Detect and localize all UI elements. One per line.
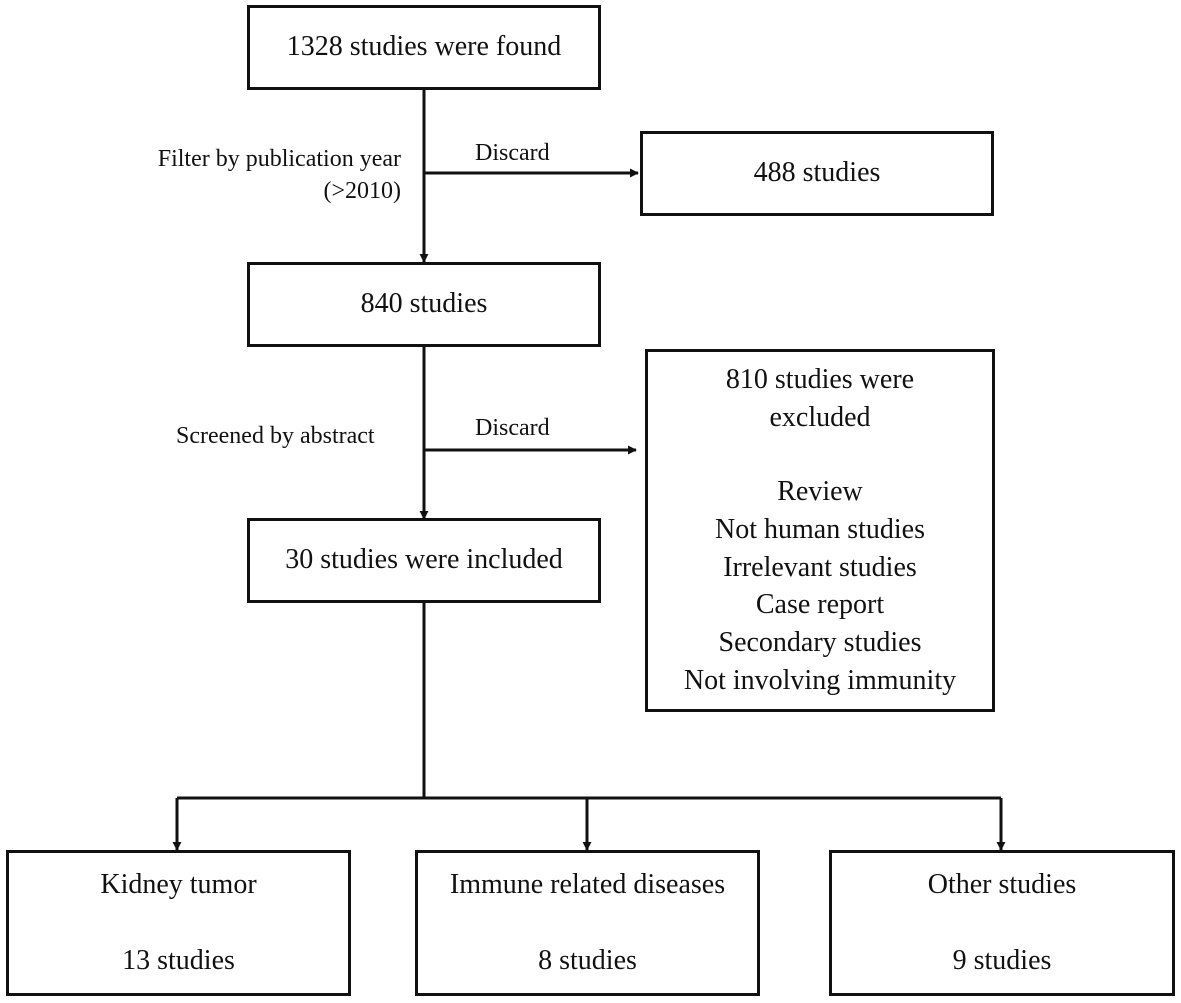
box-studies-included-text: 30 studies were included [285,544,563,576]
box-category-kidney-tumor: Kidney tumor 13 studies [6,850,351,996]
excluded-title: 810 studies were excluded [726,361,914,437]
label-filter-year-line-1: Filter by publication year [157,146,401,172]
box-discarded-by-year: 488 studies [640,131,994,216]
box-after-year-filter-text: 840 studies [360,288,488,320]
box-discarded-by-year-text: 488 studies [753,157,881,189]
exclusion-reason: Secondary studies [718,627,922,659]
box-category-other-studies: Other studies 9 studies [829,850,1175,996]
box-studies-found: 1328 studies were found [247,5,601,90]
box-excluded: 810 studies were excluded Review Not hum… [645,349,995,712]
exclusion-reason: Irrelevant studies [723,551,917,583]
box-studies-found-text: 1328 studies were found [286,31,562,63]
label-discard-2: Discard [475,415,550,441]
box-studies-included: 30 studies were included [247,518,601,603]
category-count: 13 studies [122,945,235,976]
category-count: 8 studies [538,945,637,976]
excluded-title-line-2: excluded [769,402,871,434]
category-count: 9 studies [952,945,1052,976]
label-screened-abstract: Screened by abstract [176,423,375,449]
box-after-year-filter: 840 studies [247,262,601,347]
exclusion-reason: Review [777,475,863,507]
category-name: Other studies [927,868,1077,900]
exclusion-reason: Case report [755,589,885,621]
label-discard-1: Discard [475,140,550,166]
label-filter-year: Filter by publication year (>2010) [158,143,401,208]
label-filter-year-line-2: (>2010) [323,178,401,205]
exclusion-reason: Not human studies [714,513,925,545]
excluded-title-line-1: 810 studies were [725,364,915,396]
exclusion-reason: Not involving immunity [683,664,957,696]
category-name: Immune related diseases [449,868,726,900]
exclusion-reasons-list: Review Not human studies Irrelevant stud… [684,473,956,700]
box-category-immune-diseases: Immune related diseases 8 studies [415,850,760,996]
category-name: Kidney tumor [100,868,257,900]
